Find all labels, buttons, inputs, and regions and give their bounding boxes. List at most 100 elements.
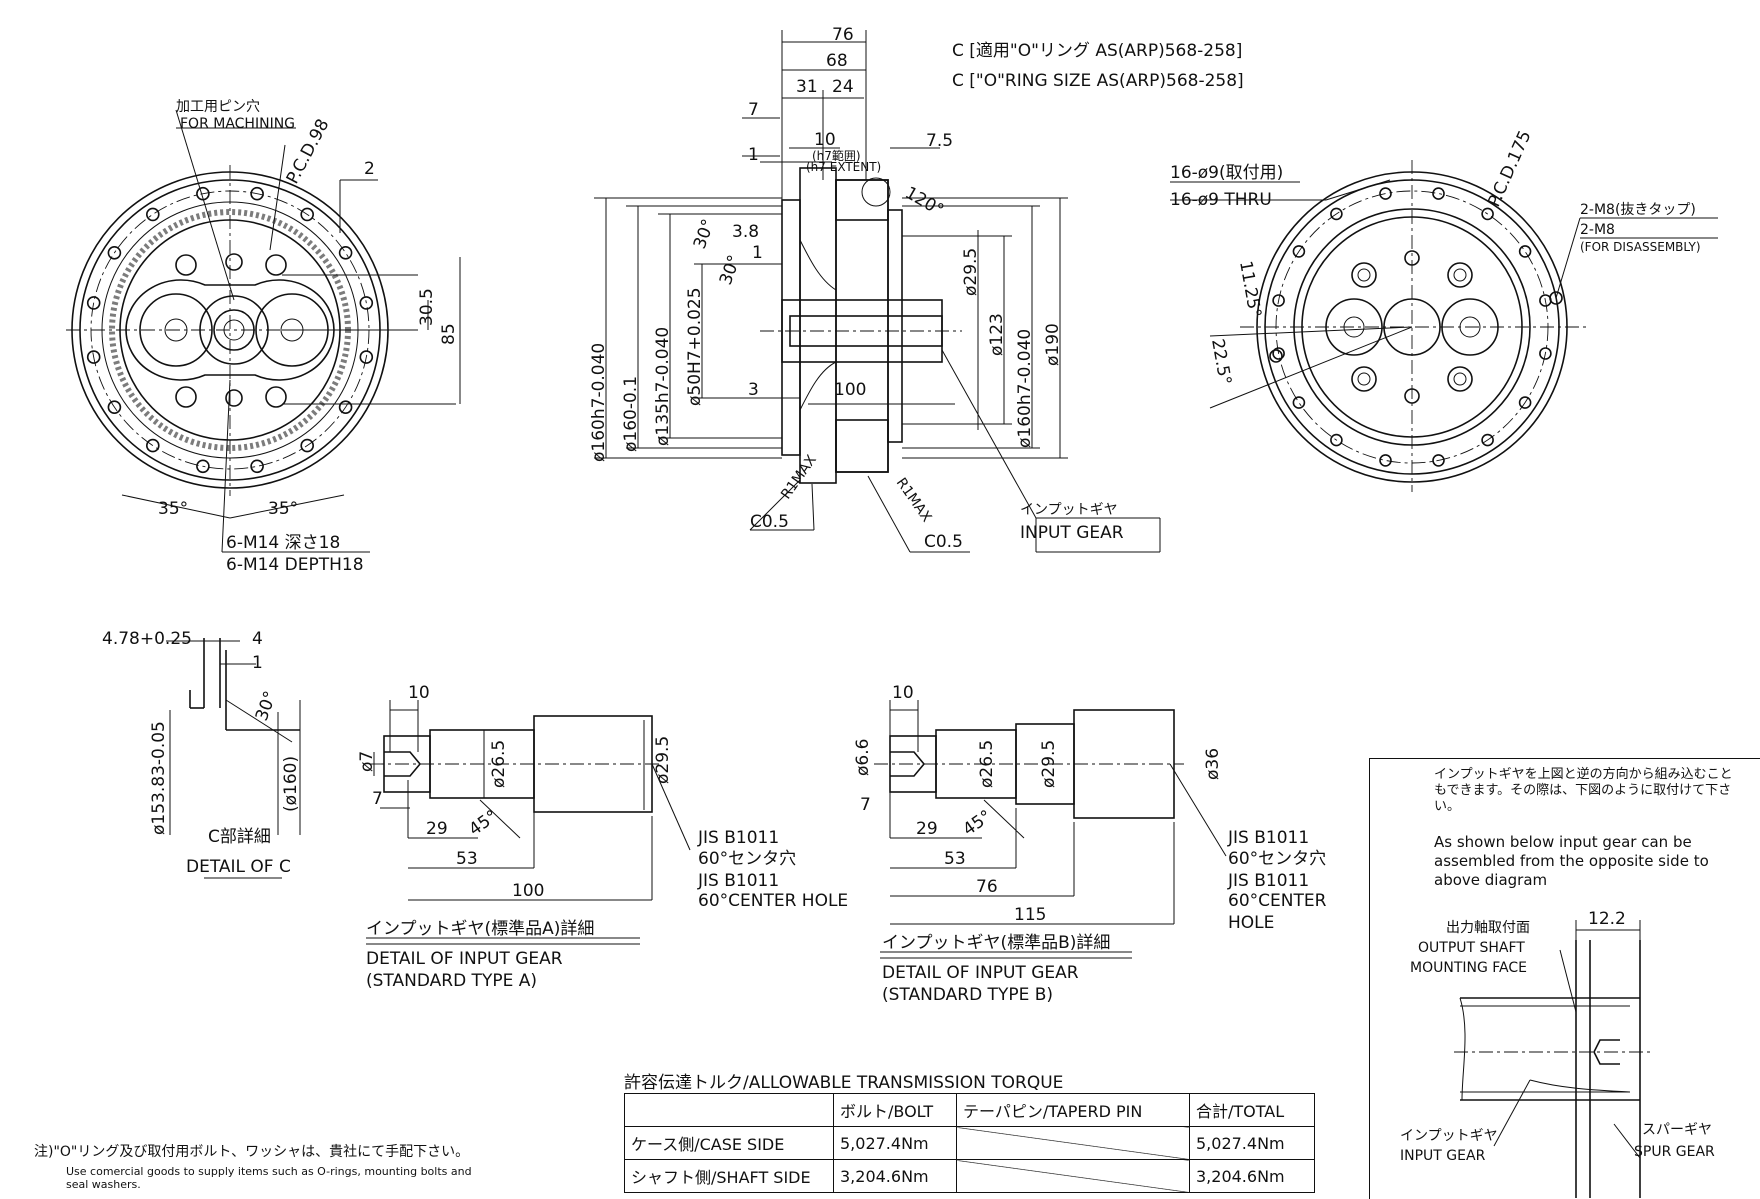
- bolt-hole: [1379, 454, 1392, 467]
- bolt-hole: [1272, 294, 1285, 307]
- bolt-hole: [86, 350, 101, 364]
- box-output-jp: 出力軸取付面: [1446, 920, 1530, 936]
- machining-label-jp: 加工用ピン穴: [176, 99, 260, 115]
- angle-35-right: 35°: [268, 499, 298, 519]
- angle-30-detail: 30°: [252, 689, 281, 724]
- bolt-hole: [1481, 207, 1494, 221]
- bolt-hole: [1272, 347, 1285, 360]
- bolt-hole: [1292, 396, 1306, 409]
- torque-row-bolt: 5,027.4Nm: [833, 1126, 957, 1160]
- bolt-hole: [1330, 433, 1343, 447]
- dia-160-c: ø160h7-0.040: [1015, 329, 1035, 448]
- gear-a-dia-29-5: ø29.5: [653, 736, 673, 784]
- h7-extent-en: (h7 EXTENT): [806, 160, 881, 174]
- bolt-hole: [1432, 187, 1445, 200]
- m8-label-en2: (FOR DISASSEMBLY): [1580, 240, 1701, 254]
- gear-a-title-jp: インプットギヤ(標準品A)詳細: [366, 919, 594, 939]
- gear-b-jis-en: JIS B1011: [1227, 871, 1309, 891]
- gear-a-dim-29: 29: [426, 819, 448, 839]
- left-front-view: [66, 109, 461, 553]
- gear-a-jis: JIS B1011: [697, 828, 779, 848]
- gear-b-jis: JIS B1011: [1227, 828, 1309, 848]
- gear-b-dim-115: 115: [1014, 905, 1046, 925]
- box-output-en2: MOUNTING FACE: [1410, 960, 1527, 976]
- torque-header-pin: テーパピン/TAPERD PIN: [956, 1093, 1190, 1127]
- dim-4-detail: 4: [252, 629, 263, 649]
- box-text-en: As shown below input gear can be assembl…: [1434, 833, 1709, 889]
- dim-7-top: 7: [748, 100, 759, 120]
- torque-row-total: 3,204.6Nm: [1189, 1159, 1315, 1193]
- bolt-hole: [1518, 245, 1532, 258]
- gear-a-dia-26-5: ø26.5: [489, 740, 509, 788]
- bolt-hole: [338, 400, 353, 415]
- dim-31: 31: [796, 77, 818, 97]
- note-jp: 注)"O"リング及び取付用ボルト、ワッシャは、貴社にて手配下さい。: [34, 1144, 470, 1160]
- dim-100-center: 100: [834, 380, 866, 400]
- oring-label-en: C ["O"RING SIZE AS(ARP)568-258]: [952, 71, 1244, 91]
- h7-extent-jp: (h7範囲): [812, 148, 861, 163]
- gear-b-title-en2: (STANDARD TYPE B): [882, 985, 1053, 1005]
- dia-153: ø153.83-0.05: [149, 721, 169, 835]
- bolt-hole: [359, 350, 374, 364]
- reverse-assembly-diagram: [1454, 920, 1650, 1198]
- torque-row-shaft: シャフト側/SHAFT SIDE 3,204.6Nm 3,204.6Nm: [624, 1159, 1315, 1193]
- gear-b-dim-10: 10: [892, 683, 914, 703]
- dia-50: ø50H7+0.025: [685, 287, 705, 406]
- note-en: Use comercial goods to supply items such…: [66, 1165, 472, 1191]
- c05-a: C0.5: [750, 512, 789, 532]
- torque-row-case: ケース側/CASE SIDE 5,027.4Nm 5,027.4Nm: [624, 1126, 1315, 1160]
- torque-table-title: 許容伝達トルク/ALLOWABLE TRANSMISSION TORQUE: [624, 1073, 1064, 1093]
- gear-a-view: [366, 700, 691, 945]
- dia-29-5-center: ø29.5: [961, 248, 981, 296]
- dim-30-5: 30.5: [417, 288, 437, 326]
- r1max-b: R1MAX: [893, 475, 935, 525]
- angle-11-25: 11.25°: [1235, 259, 1265, 319]
- detail-c-title-jp: C部詳細: [208, 827, 271, 847]
- gear-a-dim-7: 7: [372, 789, 383, 809]
- torque-row-pin: [956, 1159, 1190, 1193]
- tap-label-en: 6-M14 DEPTH18: [226, 555, 364, 575]
- gear-a-jis-en: JIS B1011: [697, 871, 779, 891]
- box-input-jp: インプットギヤ: [1400, 1128, 1498, 1144]
- dim-1-detail: 1: [252, 653, 263, 673]
- tap-label-jp: 6-M14 深さ18: [226, 533, 340, 553]
- dim-3-8: 3.8: [732, 222, 759, 242]
- torque-row-bolt: 3,204.6Nm: [833, 1159, 957, 1193]
- bolt-hole: [300, 207, 315, 222]
- input-gear-jp: インプットギヤ: [1020, 502, 1118, 518]
- gear-b-dim-29: 29: [916, 819, 938, 839]
- dim-1-mid: 1: [752, 243, 763, 263]
- gear-a-dim-10: 10: [408, 683, 430, 703]
- bolt-hole: [1292, 245, 1306, 258]
- center-section-view: [594, 30, 1161, 553]
- dim-24: 24: [832, 77, 854, 97]
- bolt-hole: [86, 296, 101, 310]
- dim-10-top: 10: [814, 130, 836, 150]
- bolt-hole: [1432, 454, 1445, 467]
- gear-a-center-jp: 60°センタ穴: [698, 849, 796, 869]
- dim-3: 3: [748, 380, 759, 400]
- dia-135: ø135h7-0.040: [653, 327, 673, 446]
- bolt-hole: [1330, 207, 1343, 221]
- holes-label-en: 16-ø9 THRU: [1170, 190, 1272, 210]
- right-front-view: [1170, 160, 1718, 492]
- bolt-hole: [250, 186, 264, 201]
- bolt-hole: [359, 296, 374, 310]
- torque-header-total: 合計/TOTAL: [1189, 1093, 1315, 1127]
- gear-a-dia-7: ø7: [357, 751, 377, 772]
- dim-4-78: 4.78+0.25: [102, 629, 192, 649]
- bolt-hole: [1518, 396, 1532, 409]
- torque-row-pin: [956, 1126, 1190, 1160]
- gear-a-title-en2: (STANDARD TYPE A): [366, 971, 537, 991]
- gear-a-angle-45: 45°: [465, 806, 501, 840]
- bolt-hole: [146, 438, 160, 453]
- angle-120: 120°: [902, 183, 947, 221]
- angle-22-5: 22.5°: [1207, 337, 1235, 386]
- torque-header-bolt: ボルト/BOLT: [833, 1093, 957, 1127]
- torque-row-label: ケース側/CASE SIDE: [624, 1126, 834, 1160]
- bolt-hole: [107, 246, 122, 260]
- detail-c-view: [166, 638, 301, 879]
- detail-c-title-en: DETAIL OF C: [186, 857, 291, 877]
- dia-160-b: ø160-0.1: [621, 376, 641, 452]
- dim-85: 85: [439, 323, 459, 345]
